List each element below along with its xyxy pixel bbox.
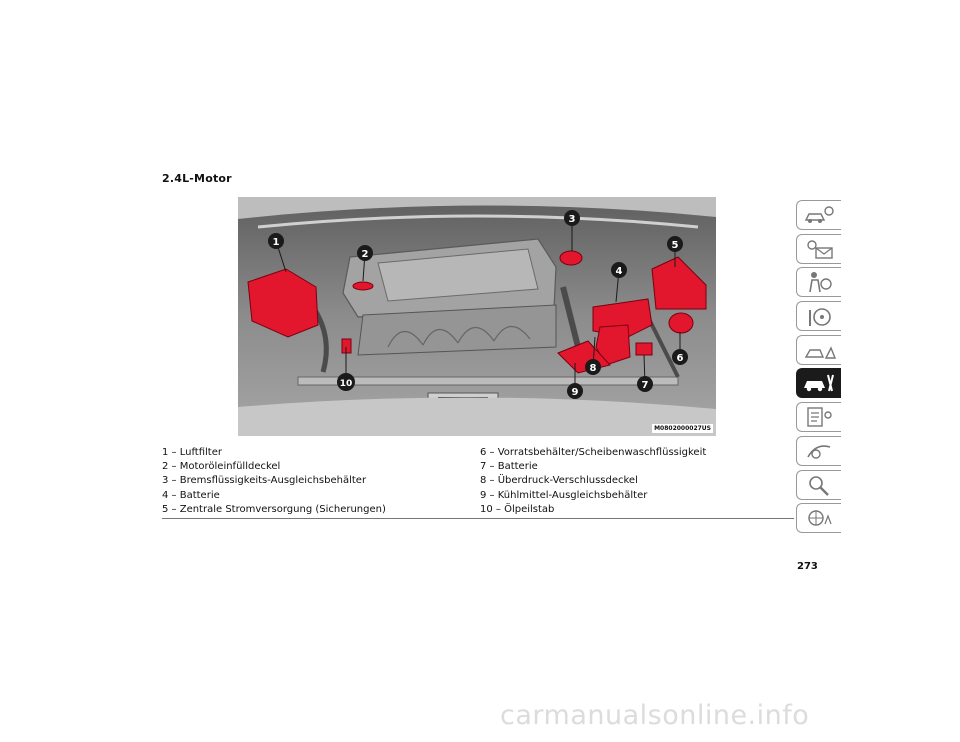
engine-compartment-figure: 1 2 3 4 5 6 7 8 9 10 M0802000027US xyxy=(238,197,716,436)
callout-5-label: 5 xyxy=(672,240,679,251)
legend-item: 8 – Überdruck-Verschlussdeckel xyxy=(480,475,638,487)
steering-wheel-icon xyxy=(809,308,831,327)
callout-1-label: 1 xyxy=(273,237,280,248)
tab-emergencies[interactable] xyxy=(796,334,841,365)
engine-illustration: 1 2 3 4 5 6 7 8 9 10 xyxy=(238,197,716,436)
callouts: 1 2 3 4 5 6 7 8 9 10 xyxy=(268,210,688,399)
tab-starting-operating[interactable] xyxy=(796,301,841,332)
callout-2-label: 2 xyxy=(362,249,369,260)
callout-2 xyxy=(357,245,373,261)
legend-item: 10 – Ölpeilstab xyxy=(480,503,555,515)
callout-10 xyxy=(337,373,355,391)
callout-9-label: 9 xyxy=(572,387,579,398)
callout-6 xyxy=(672,349,688,365)
watermark: carmanualsonline.info xyxy=(500,700,810,731)
callout-4-label: 4 xyxy=(616,266,623,277)
tab-getting-to-know-vehicle[interactable] xyxy=(796,200,841,230)
dashboard-message-icon xyxy=(807,239,833,259)
legend-item: 4 – Batterie xyxy=(162,489,220,501)
legend-item: 5 – Zentrale Stromversorgung (Sicherunge… xyxy=(162,503,386,515)
callout-8 xyxy=(585,359,601,375)
multimedia-icon xyxy=(807,445,831,459)
callout-7 xyxy=(637,376,653,392)
safety-person-icon xyxy=(809,272,832,293)
tab-servicing-maintenance[interactable] xyxy=(796,368,841,399)
callout-10-label: 10 xyxy=(340,379,353,389)
maintenance-list-icon xyxy=(807,407,832,427)
callout-3-label: 3 xyxy=(569,214,576,225)
page-number: 273 xyxy=(797,561,818,572)
legend-column-left: 1 – Luftfilter 2 – Motoröleinfülldeckel … xyxy=(162,446,480,517)
car-info-icon xyxy=(804,206,834,223)
callout-9 xyxy=(567,383,583,399)
callout-3 xyxy=(564,210,580,226)
tab-index[interactable] xyxy=(796,469,841,500)
page-title: 2.4L-Motor xyxy=(162,172,232,185)
legend-item: 6 – Vorratsbehälter/Scheibenwaschflüssig… xyxy=(480,447,707,458)
legend-item: 2 – Motoröleinfülldeckel xyxy=(162,461,281,473)
warning-triangle-car-icon xyxy=(804,346,836,359)
callout-8-label: 8 xyxy=(590,363,597,374)
chapter-tabs xyxy=(796,200,842,537)
legend-item: 3 – Bremsflüssigkeits-Ausgleichsbehälter xyxy=(162,475,367,487)
legend-item: 7 – Batterie xyxy=(480,461,538,473)
index-search-icon xyxy=(809,475,829,496)
figure-legend: 1 – Luftfilter 2 – Motoröleinfülldeckel … xyxy=(162,446,794,520)
tab-technical-specifications[interactable] xyxy=(796,402,841,433)
callout-7-label: 7 xyxy=(642,380,649,391)
tab-instrument-panel[interactable] xyxy=(796,233,841,264)
figure-code: M0802000027US xyxy=(652,424,713,433)
language-icon xyxy=(808,510,832,526)
callout-1 xyxy=(268,233,284,249)
tab-languages[interactable] xyxy=(796,503,841,534)
legend-column-right: 6 – Vorratsbehälter/Scheibenwaschflüssig… xyxy=(480,446,706,517)
legend-item: 1 – Luftfilter xyxy=(162,447,222,458)
callout-6-label: 6 xyxy=(677,353,684,364)
car-service-icon xyxy=(804,375,834,392)
callout-4 xyxy=(611,262,627,278)
callout-5 xyxy=(667,236,683,252)
tab-safety[interactable] xyxy=(796,267,841,298)
legend-item: 9 – Kühlmittel-Ausgleichsbehälter xyxy=(480,489,648,501)
tab-multimedia[interactable] xyxy=(796,435,841,466)
